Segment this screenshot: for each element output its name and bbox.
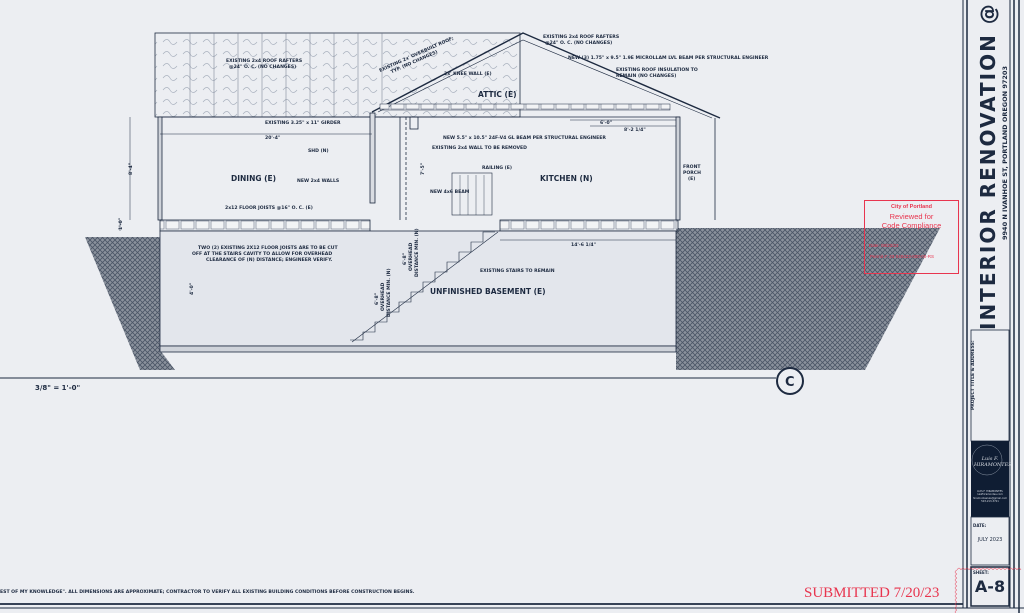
overbuilt-roof bbox=[154, 32, 521, 118]
label-rafters-left-2: @24" O. C. (NO CHANGES) bbox=[229, 64, 296, 70]
label-new-beam: NEW 4x6 BEAM bbox=[430, 189, 470, 195]
logo bbox=[971, 444, 1003, 476]
label-wall-removed: EXISTING 2x4 WALL TO BE REMOVED bbox=[432, 145, 527, 151]
scale-label: 3/8" = 1'-0" bbox=[35, 384, 80, 392]
sheet-label: SHEET: bbox=[973, 570, 989, 575]
room-porch-2: PORCH bbox=[683, 170, 701, 176]
stamp-city: City of Portland bbox=[891, 204, 932, 210]
label-joist-note-2: OFF AT THE STAIRS CAVITY TO ALLOW FOR OV… bbox=[192, 251, 332, 257]
stamp-permit: Permit #: 23-040423-000-00-RS bbox=[870, 254, 935, 259]
room-porch: FRONT bbox=[683, 164, 701, 170]
room-attic: ATTIC (E) bbox=[478, 90, 517, 99]
label-overhead-1c: DISTANCE MIN. (N) bbox=[386, 268, 392, 317]
label-stairs: EXISTING STAIRS TO REMAIN bbox=[480, 268, 555, 274]
footer-note: EST OF MY KNOWLEDGE". ALL DIMENSIONS ARE… bbox=[0, 589, 415, 595]
dim-20-4: 20'-4" bbox=[265, 135, 280, 141]
stamp-title: Reviewed for bbox=[889, 212, 934, 221]
dim-8-2: 8'-2 1/4" bbox=[624, 127, 646, 133]
label-railing: RAILING (E) bbox=[482, 165, 512, 171]
stairs bbox=[350, 231, 495, 341]
dim-6-0: 6'-0" bbox=[600, 120, 612, 126]
project-address: 9940 N IVANHOE ST, PORTLAND OREGON 97203 bbox=[1001, 66, 1009, 240]
project-title: INTERIOR RENOVATION @ N I bbox=[976, 0, 1000, 330]
dim-1-0: 1'-0" bbox=[118, 218, 124, 230]
earth-right bbox=[676, 228, 940, 370]
logo-text: Luis F. HIRAMONTES bbox=[974, 456, 1012, 468]
label-shd: SHD (N) bbox=[308, 148, 329, 154]
section-marker bbox=[776, 367, 804, 395]
stamp-title-2: Code Compliance bbox=[881, 221, 942, 230]
label-floor-joists: 2x12 FLOOR JOISTS @16" O. C. (E) bbox=[225, 205, 313, 211]
dim-7-5: 7'-5" bbox=[420, 163, 426, 175]
label-rafters-right-2: @24" O. C. (NO CHANGES) bbox=[545, 40, 612, 46]
sheet-number: A-8 bbox=[974, 577, 1006, 596]
contact-web: luisfhiramontes.com bbox=[977, 493, 1003, 497]
date-label: DATE: bbox=[973, 523, 987, 528]
floor-joists-left bbox=[159, 219, 371, 232]
label-girder: EXISTING 3.25" x 11" GIRDER bbox=[265, 120, 341, 126]
label-overhead-2c: DISTANCE MIN. (N) bbox=[414, 228, 420, 277]
label-joist-note: TWO (2) EXISTING 2X12 FLOOR JOISTS ARE T… bbox=[198, 245, 339, 251]
dim-14-6: 14'-6 1/4" bbox=[571, 242, 596, 248]
room-porch-3: (E) bbox=[688, 176, 695, 182]
section-marker-label: C bbox=[785, 375, 795, 390]
label-gl-beam: NEW 5.5" x 10.5" 24F-V4 GL BEAM PER STRU… bbox=[443, 135, 606, 141]
earth-left bbox=[85, 237, 175, 370]
logo-panel bbox=[971, 441, 1009, 517]
project-label: PROJECT TITLE & ADDRESS: bbox=[971, 340, 976, 410]
label-overhead-2b: OVERHEAD bbox=[408, 242, 414, 271]
contact-email: hiramontesluis@gmail.com bbox=[972, 496, 1008, 500]
room-kitchen: KITCHEN (N) bbox=[540, 174, 593, 183]
label-overhead-2: 6'-8" bbox=[402, 253, 408, 265]
contact-name: LUIS F. HIRAMONTES bbox=[977, 490, 1003, 493]
label-rafters-left: EXISTING 2x4 ROOF RAFTERS bbox=[226, 58, 302, 64]
label-roof-insulation: EXISTING ROOF INSULATION TO bbox=[616, 67, 698, 73]
submitted-stamp: SUBMITTED 7/20/23 bbox=[804, 585, 939, 601]
label-knee-wall: 2x' KNEE WALL (E) bbox=[444, 71, 492, 77]
roof-gable bbox=[371, 32, 721, 119]
label-rafters-right: EXISTING 2x4 ROOF RAFTERS bbox=[543, 34, 619, 40]
dim-4-0: 4'-0" bbox=[189, 283, 195, 295]
review-stamp: City of Portland Reviewed for Code Compl… bbox=[864, 200, 959, 274]
stamp-date: Date: 08/22/23 bbox=[869, 243, 899, 248]
label-roof-insulation-2: REMAIN (NO CHANGES) bbox=[616, 73, 676, 79]
label-lvl-beam: NEW (3) 1.75" x 9.5" 1.9E MICROLLAM LVL … bbox=[568, 55, 769, 61]
label-overhead-1: 6'-8" bbox=[374, 293, 380, 305]
label-joist-note-3: CLEARANCE OF (N) DISTANCE; ENGINEER VERI… bbox=[206, 257, 333, 263]
contact-phone: 503-213-3721 bbox=[981, 499, 999, 503]
basement bbox=[159, 230, 677, 347]
railing bbox=[451, 172, 493, 216]
attic-floor bbox=[379, 103, 671, 111]
room-dining: DINING (E) bbox=[231, 174, 276, 183]
floor-joists-right bbox=[499, 219, 679, 232]
dim-8-4: 8'-4" bbox=[128, 163, 134, 175]
room-basement: UNFINISHED BASEMENT (E) bbox=[430, 287, 546, 296]
label-overhead-1b: OVERHEAD bbox=[380, 282, 386, 311]
label-new-walls: NEW 2x4 WALLS bbox=[297, 178, 339, 184]
date-value: JULY 2023 bbox=[977, 537, 1003, 543]
contact-info: LUIS F. HIRAMONTES luisfhiramontes.com h… bbox=[971, 490, 1009, 503]
